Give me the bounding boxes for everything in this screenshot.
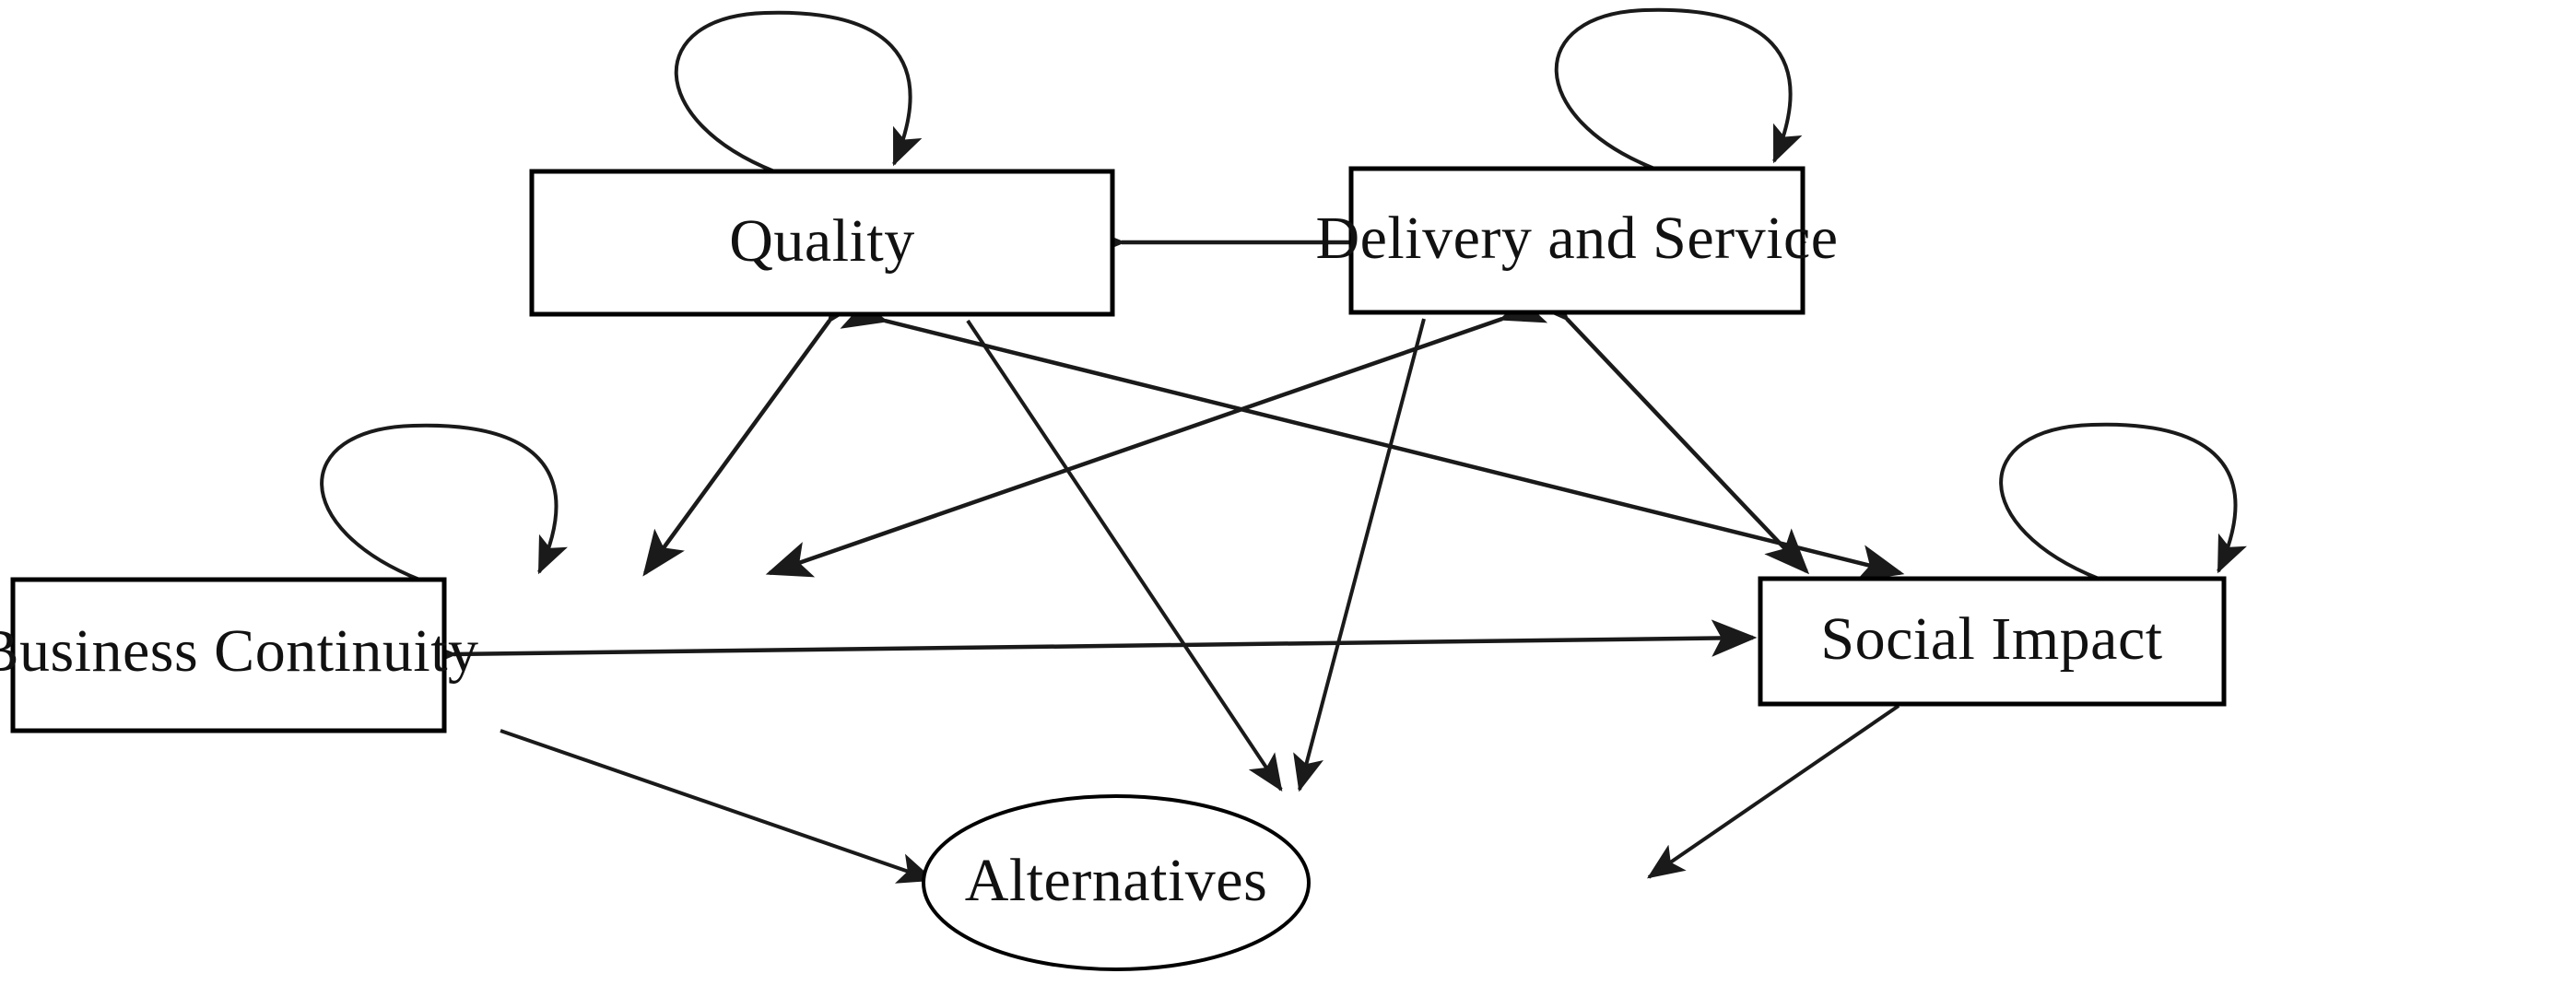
alternatives-edge-group (500, 318, 1900, 884)
node-quality-box[interactable] (529, 169, 1115, 317)
edge-business-continuity-alternatives (500, 729, 935, 884)
node-delivery-and-service-label: Delivery and Service (1315, 205, 1838, 272)
node-social-impact-label: Social Impact (1820, 605, 2162, 673)
self-loop-quality-icon (674, 10, 923, 173)
node-social-impact[interactable]: Social Impact (1758, 576, 2227, 707)
edge-social-impact-alternatives (1647, 704, 1900, 879)
edge-delivery-and-service-social-impact (1524, 276, 1810, 575)
node-delivery-and-service-box[interactable] (1348, 166, 1806, 315)
node-alternatives[interactable]: Alternatives (922, 794, 1311, 971)
node-alternatives-label: Alternatives (965, 847, 1268, 914)
self-loop-group (320, 7, 2247, 581)
self-loop-delivery-and-service-icon (1554, 7, 1803, 170)
edge-quality-alternatives (966, 319, 1283, 792)
node-delivery-and-service[interactable]: Delivery and Service (1315, 166, 1838, 315)
node-social-impact-box[interactable] (1758, 576, 2227, 707)
self-loop-business-continuity-icon (320, 423, 568, 581)
node-quality[interactable]: Quality (529, 169, 1115, 317)
edge-delivery-and-service-business-continuity (765, 287, 1548, 578)
node-business-continuity[interactable]: Business Continuity (0, 577, 479, 733)
diagonal-edge-group (765, 287, 1905, 581)
node-quality-label: Quality (729, 207, 914, 275)
edge-delivery-and-service-alternatives (1293, 318, 1426, 792)
vertical-edge-group (642, 276, 1810, 577)
self-loop-social-impact-icon (1999, 422, 2247, 581)
node-business-continuity-box[interactable] (10, 577, 447, 733)
node-business-continuity-label: Business Continuity (0, 617, 479, 685)
edge-quality-business-continuity (642, 276, 869, 577)
edge-business-continuity-social-impact (411, 619, 1758, 674)
node-alternatives-ellipse[interactable] (922, 794, 1311, 971)
